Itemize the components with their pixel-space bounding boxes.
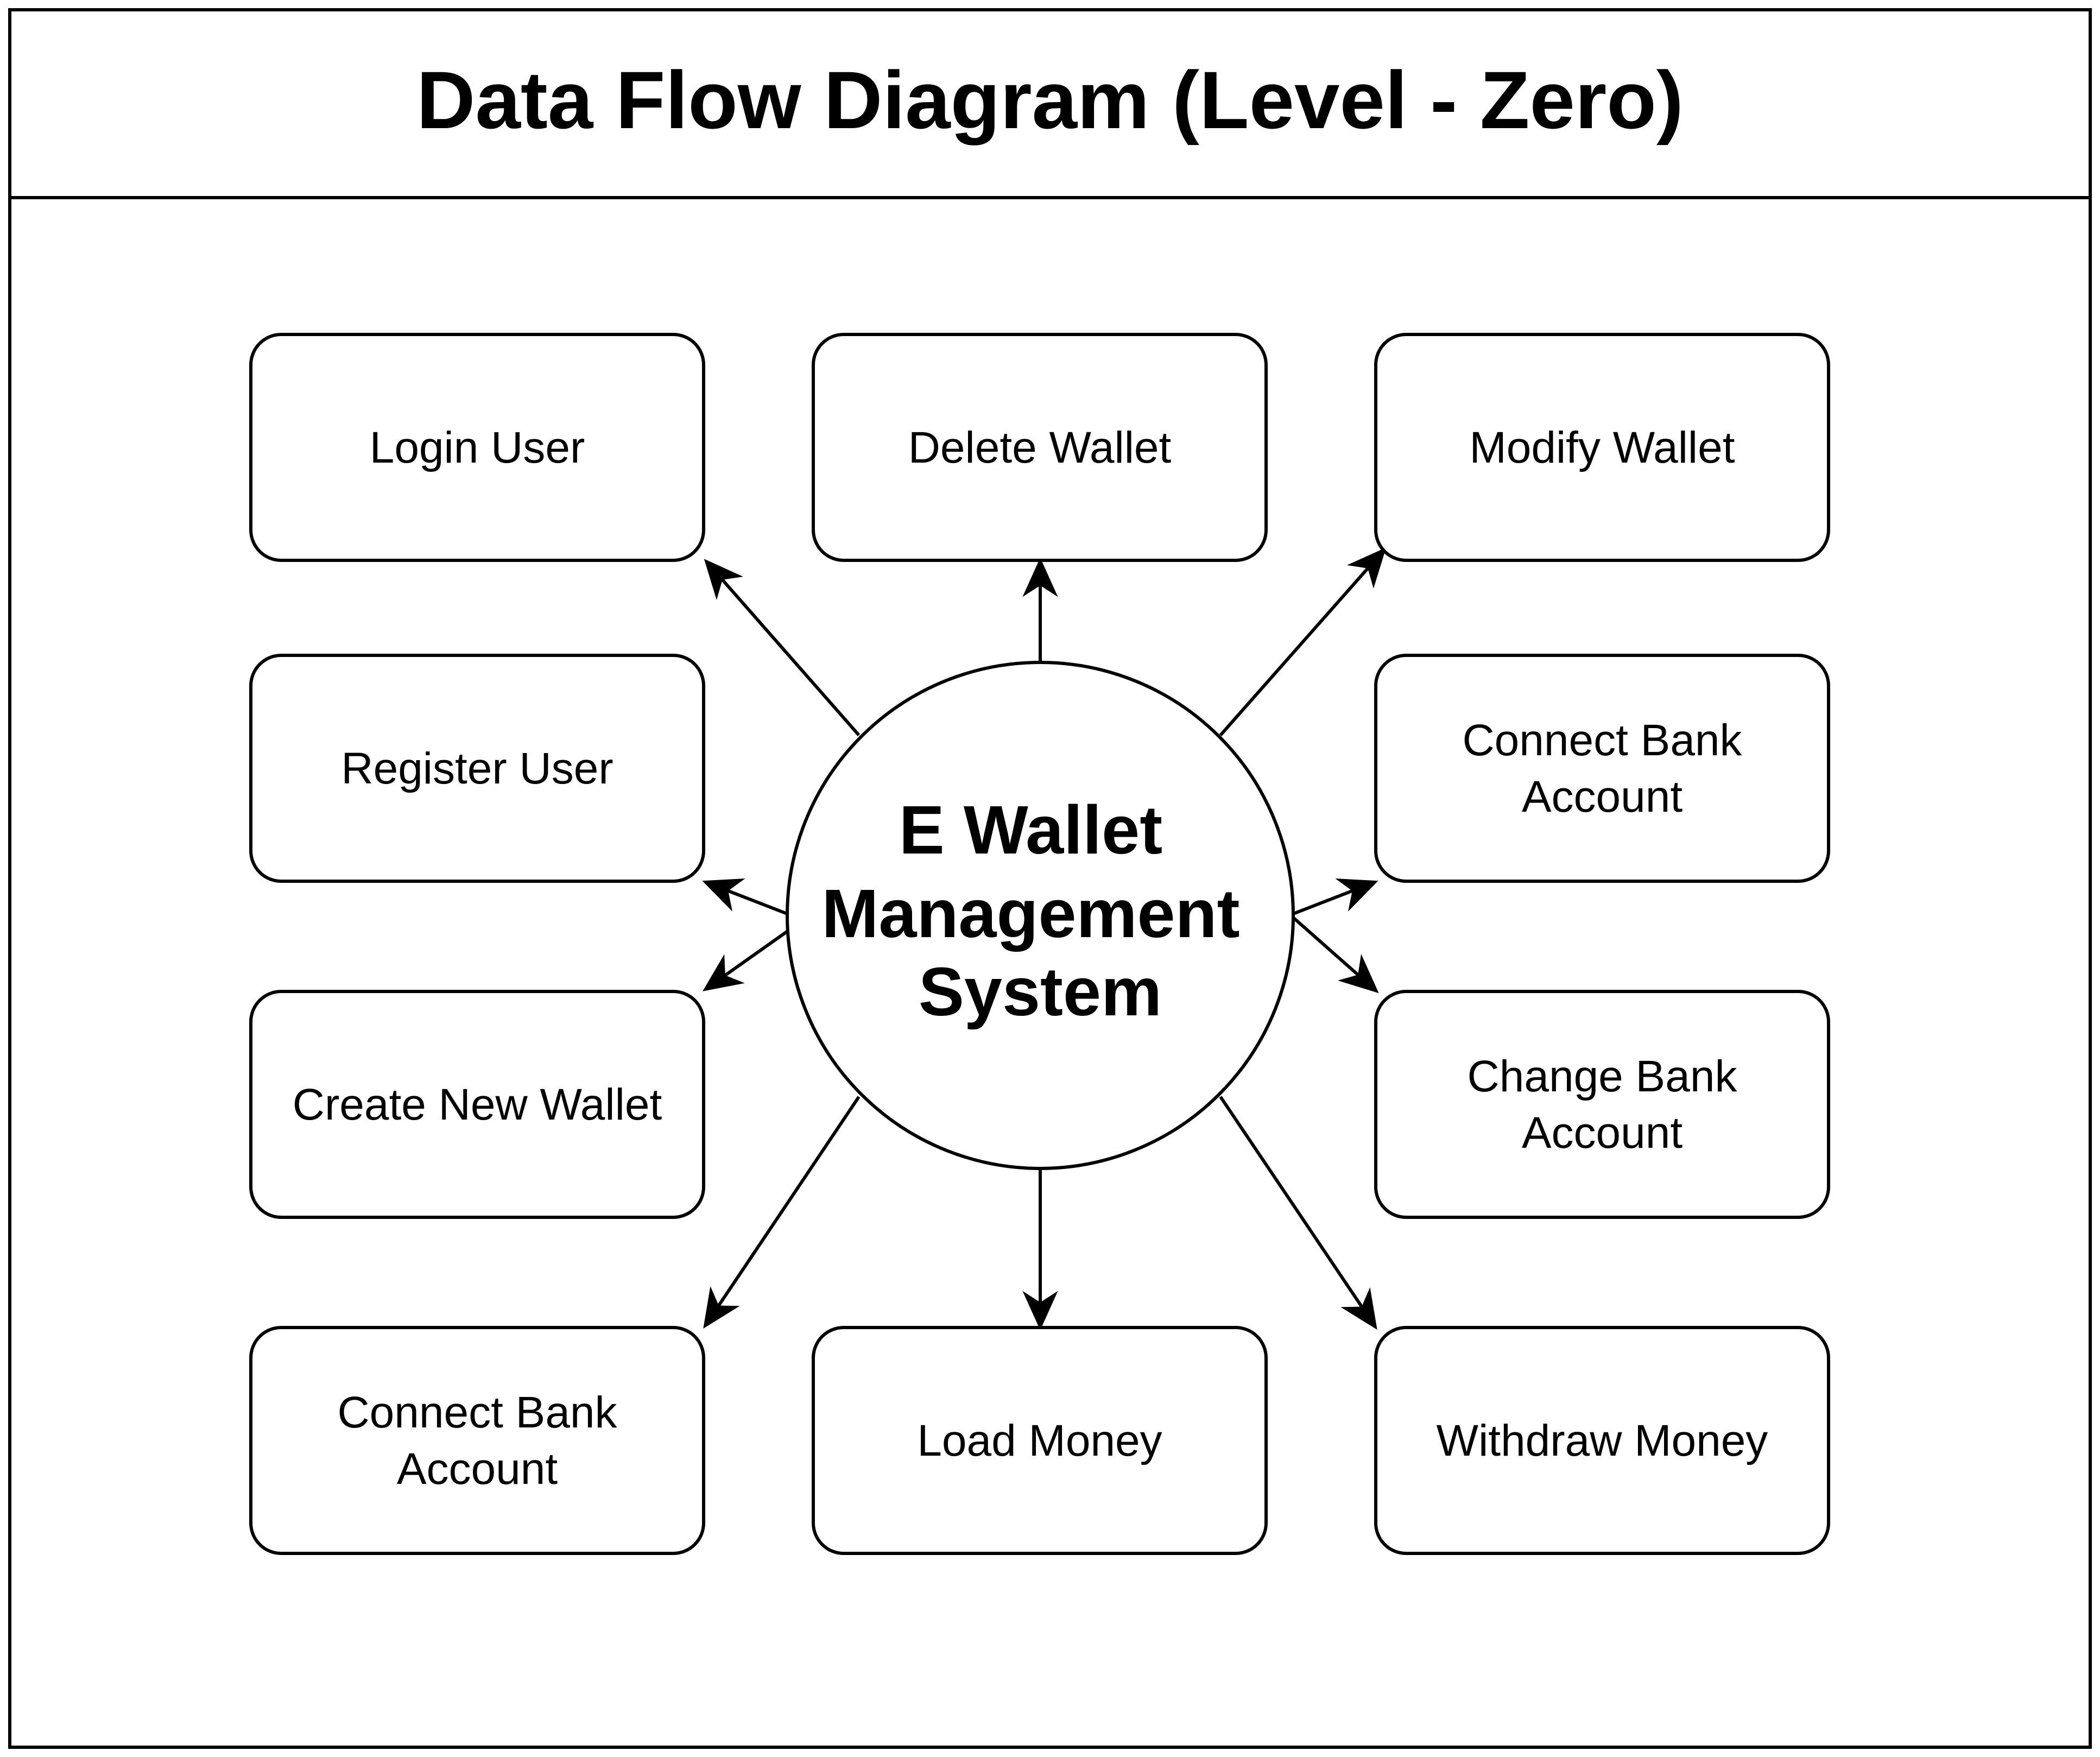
center-process: E Wallet Management System bbox=[786, 661, 1295, 1170]
flow-arrowhead bbox=[1022, 1291, 1058, 1330]
process-box-label-line: Modify Wallet bbox=[1469, 423, 1735, 472]
process-box-rect bbox=[249, 654, 705, 883]
process-box-rect bbox=[1374, 333, 1830, 562]
flow-arrow-line bbox=[726, 889, 788, 915]
process-box-login-user: Login User bbox=[249, 333, 705, 562]
process-box-modify-wallet: Modify Wallet bbox=[1374, 333, 1830, 562]
center-process-line-2: Management bbox=[821, 875, 1239, 952]
flow-arrowhead bbox=[1022, 558, 1058, 597]
process-box-rect bbox=[249, 990, 705, 1219]
flow-arrow-line bbox=[720, 578, 861, 736]
center-process-circle bbox=[786, 661, 1295, 1170]
flow-arrowhead bbox=[703, 954, 745, 991]
flow-arrow-delete-wallet bbox=[1022, 558, 1058, 662]
process-box-create-new-wallet: Create New Wallet bbox=[249, 990, 705, 1219]
diagram-title: Data Flow Diagram (Level - Zero) bbox=[416, 54, 1684, 146]
process-box-withdraw-money: Withdraw Money bbox=[1374, 1326, 1830, 1555]
flow-arrow-line bbox=[1219, 1096, 1364, 1309]
process-box-rect bbox=[1374, 1326, 1830, 1555]
flow-arrowhead bbox=[703, 1286, 740, 1329]
data-flows bbox=[702, 547, 1387, 1330]
process-box-label-line: Delete Wallet bbox=[908, 423, 1172, 472]
process-box-rect bbox=[1374, 990, 1830, 1219]
process-box-label-line: Load Money bbox=[917, 1416, 1162, 1465]
process-box-rect bbox=[812, 333, 1268, 562]
process-box-label: Withdraw Money bbox=[1437, 1416, 1768, 1465]
flow-arrowhead bbox=[702, 878, 745, 912]
process-box-label: Modify Wallet bbox=[1469, 423, 1735, 472]
process-box-rect bbox=[1374, 654, 1830, 883]
flow-arrow-register-user bbox=[702, 878, 788, 915]
process-box-label: Login User bbox=[370, 423, 585, 472]
flow-arrow-line bbox=[717, 1096, 861, 1308]
process-box-label: Load Money bbox=[917, 1416, 1162, 1465]
flow-arrowhead bbox=[704, 559, 743, 601]
process-box-label-line: Connect Bank bbox=[337, 1388, 617, 1437]
process-box-label-line: Account bbox=[397, 1444, 558, 1494]
process-box-label-line: Login User bbox=[370, 423, 585, 472]
process-box-label-line: Withdraw Money bbox=[1437, 1416, 1768, 1465]
flow-arrowhead bbox=[1346, 547, 1387, 589]
process-box-rect bbox=[812, 1326, 1268, 1555]
process-box-label-line: Account bbox=[1522, 772, 1683, 821]
process-box-label-line: Change Bank bbox=[1468, 1052, 1738, 1101]
flow-arrow-modify-wallet bbox=[1219, 547, 1387, 736]
process-box-label: Create New Wallet bbox=[293, 1080, 662, 1129]
flow-arrowhead bbox=[1337, 953, 1379, 994]
flow-arrowhead bbox=[1340, 1287, 1377, 1330]
flow-arrow-line bbox=[723, 929, 789, 978]
flow-arrow-line bbox=[1292, 889, 1355, 915]
process-box-load-money: Load Money bbox=[812, 1326, 1268, 1555]
process-box-label-line: Register User bbox=[341, 744, 613, 793]
process-box-label: Delete Wallet bbox=[908, 423, 1172, 472]
flow-arrow-withdraw-money bbox=[1219, 1096, 1377, 1330]
center-process-label: E Wallet Management System bbox=[821, 792, 1258, 1030]
process-box-label-line: Connect Bank bbox=[1462, 716, 1742, 765]
process-box-label-line: Account bbox=[1522, 1108, 1683, 1158]
process-box-rect bbox=[249, 333, 705, 562]
process-box-register-user: Register User bbox=[249, 654, 705, 883]
process-box-rect bbox=[249, 1326, 705, 1555]
flow-arrow-connect-bank-account-left bbox=[703, 1096, 861, 1329]
flow-arrow-create-new-wallet bbox=[703, 929, 789, 991]
flow-arrow-line bbox=[1292, 916, 1361, 977]
flow-arrowhead bbox=[1335, 878, 1378, 912]
process-box-label-line: Create New Wallet bbox=[293, 1080, 662, 1129]
flow-arrow-load-money bbox=[1022, 1168, 1058, 1330]
process-box-label: Register User bbox=[341, 744, 613, 793]
flow-arrow-change-bank-account bbox=[1292, 916, 1379, 994]
center-process-line-1: E Wallet bbox=[899, 792, 1162, 868]
flow-arrow-connect-bank-account-right bbox=[1292, 878, 1378, 915]
center-process-line-3: System bbox=[919, 953, 1162, 1030]
flow-arrow-line bbox=[1219, 566, 1370, 736]
process-box-delete-wallet: Delete Wallet bbox=[812, 333, 1268, 562]
process-boxes: Login User Delete Wallet Modify WalletRegi… bbox=[249, 333, 1830, 1555]
flow-arrow-login-user bbox=[704, 559, 861, 736]
